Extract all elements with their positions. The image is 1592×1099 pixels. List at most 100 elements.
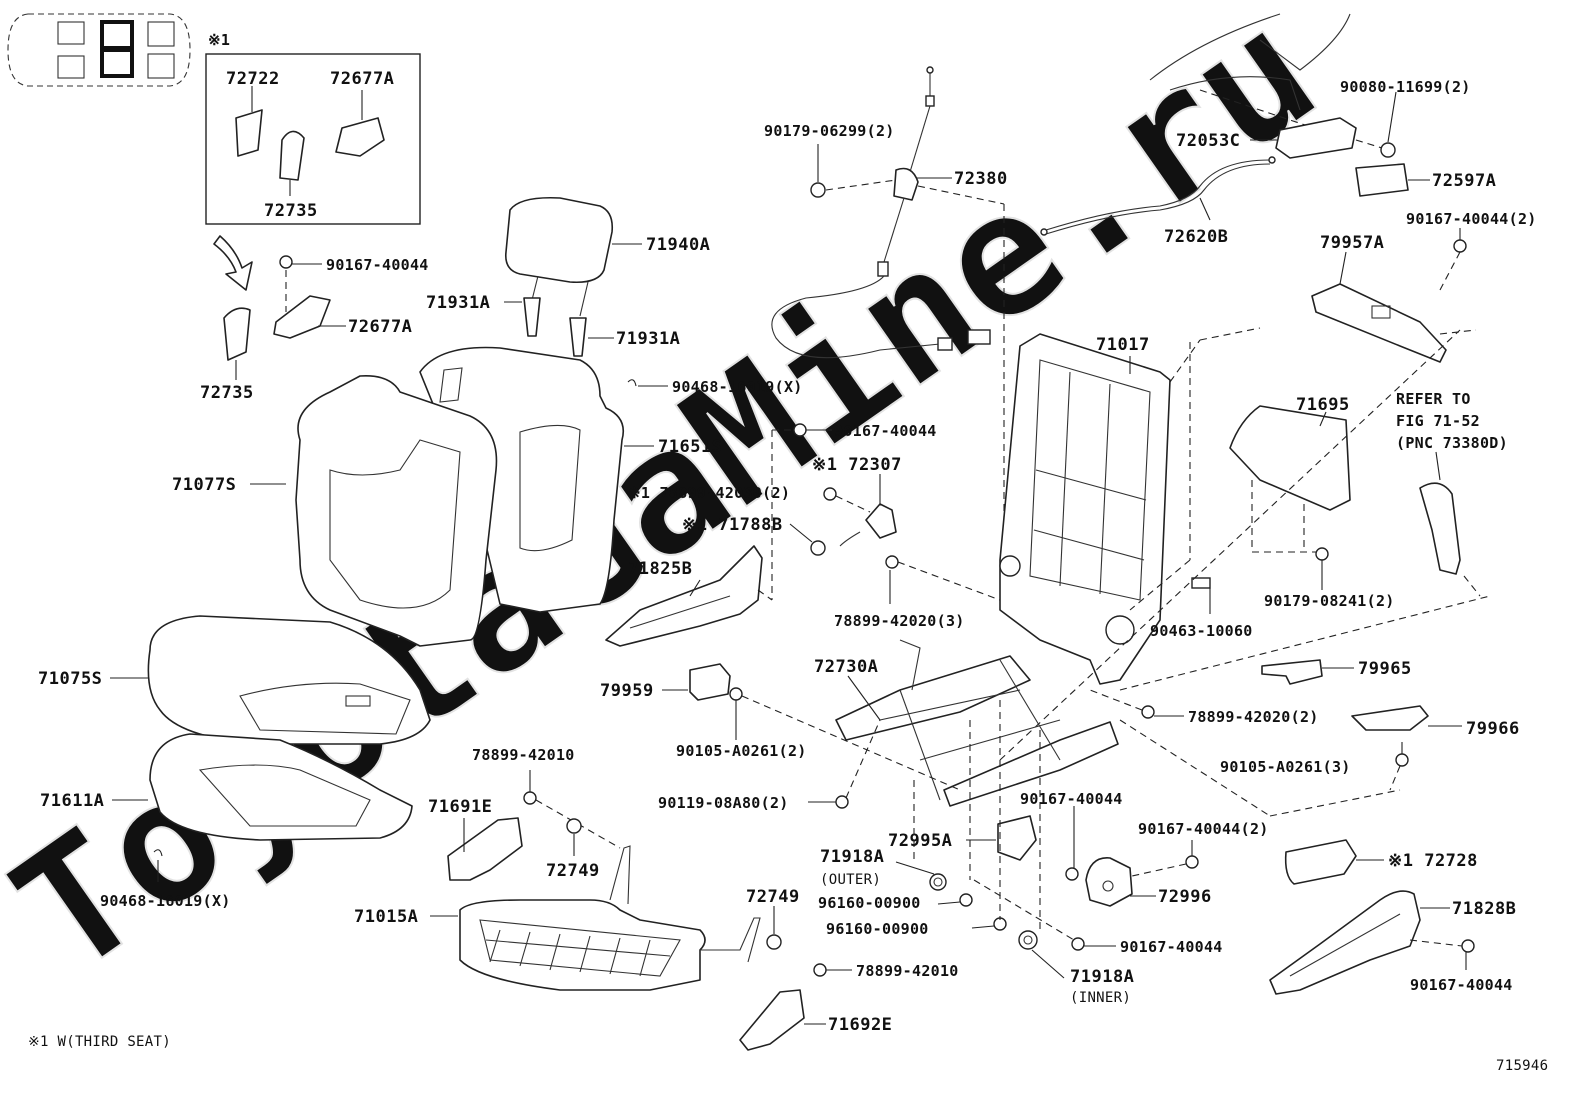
cushion-frame-71015A bbox=[430, 845, 761, 991]
cover-71695 bbox=[1229, 405, 1351, 553]
seat-track-72730A bbox=[835, 639, 1119, 807]
vehicle-locator-icon bbox=[7, 13, 191, 87]
headrest-71940A bbox=[504, 196, 642, 317]
label-90463-10060: 90463-10060 bbox=[1150, 622, 1253, 640]
label-90167-40044-f: 90167-40044(2) bbox=[1406, 210, 1537, 228]
nut-90179-06299 bbox=[810, 144, 897, 198]
label-90167-40044-c: 90167-40044 bbox=[1020, 790, 1123, 808]
label-90105-A0261-3: 90105-A0261(3) bbox=[1220, 758, 1351, 776]
label-71695: 71695 bbox=[1296, 395, 1350, 415]
label-71931A-b: 71931A bbox=[616, 329, 680, 349]
cover-79966 bbox=[1351, 705, 1462, 731]
label-72735-inset: 72735 bbox=[264, 201, 318, 221]
refer-line-2: FIG 71-52 bbox=[1396, 412, 1480, 430]
label-71075S: 71075S bbox=[38, 669, 102, 689]
bolt-90119-08A80 bbox=[808, 719, 881, 809]
seatback-cover-71651S bbox=[419, 346, 654, 613]
label-90179-08241: 90179-08241(2) bbox=[1264, 592, 1395, 610]
seatback-cover-71077S bbox=[250, 375, 498, 647]
label-71918A-inner: 71918A bbox=[1070, 967, 1134, 987]
bolt-90080-11699 bbox=[1355, 91, 1397, 158]
label-71077S: 71077S bbox=[172, 475, 236, 495]
bolt-90167-40044-c bbox=[1065, 806, 1079, 881]
nut-90179-08241 bbox=[1315, 547, 1329, 590]
guide-line-c bbox=[1119, 719, 1271, 817]
inset-parts bbox=[235, 86, 385, 196]
label-71691E: 71691E bbox=[428, 797, 492, 817]
label-72730A: 72730A bbox=[814, 657, 878, 677]
label-71931A-a: 71931A bbox=[426, 293, 490, 313]
cover-71692E bbox=[739, 989, 826, 1051]
label-72677A: 72677A bbox=[348, 317, 412, 337]
label-71017: 71017 bbox=[1096, 335, 1150, 355]
label-90167-40044-a: 90167-40044 bbox=[326, 256, 429, 274]
refer-line-1: REFER TO bbox=[1396, 390, 1471, 408]
knob-71788B bbox=[789, 523, 826, 556]
inset-box bbox=[205, 53, 421, 225]
label-90167-40044-e: 90167-40044 bbox=[1120, 938, 1223, 956]
bolt-78899-42010-a bbox=[523, 770, 621, 849]
label-outer: (OUTER) bbox=[820, 872, 881, 888]
cover-72996 bbox=[1085, 857, 1156, 907]
shield-71825B bbox=[605, 430, 773, 647]
label-79959: 79959 bbox=[600, 681, 654, 701]
label-inner: (INNER) bbox=[1070, 990, 1131, 1006]
spring-71918A-outer bbox=[895, 861, 947, 891]
spring-71918A-inner bbox=[1018, 930, 1065, 979]
bezel-72597A bbox=[1355, 163, 1430, 197]
label-79966: 79966 bbox=[1466, 719, 1520, 739]
label-90167-40044-b: 90167-40044 bbox=[834, 422, 937, 440]
bolt-90167-40044-h bbox=[1409, 939, 1475, 970]
label-90179-06299: 90179-06299(2) bbox=[764, 122, 895, 140]
label-90167-40044-h: 90167-40044 bbox=[1410, 976, 1513, 994]
label-72728: ※1 72728 bbox=[1388, 851, 1478, 871]
bolt-90167-40044-e bbox=[973, 879, 1116, 951]
guide-line-b bbox=[999, 329, 1461, 761]
bracket-79957A bbox=[1311, 251, 1477, 363]
nut-72749-a bbox=[566, 818, 582, 856]
label-72053C: 72053C bbox=[1176, 131, 1240, 151]
cover-71828B bbox=[1269, 890, 1450, 995]
bracket-72677A bbox=[273, 295, 331, 339]
bolt-90167-40044-b bbox=[772, 423, 832, 437]
bolt-90105-A0261-2 bbox=[729, 687, 961, 791]
label-78899-42010-b: 78899-42010 bbox=[856, 962, 959, 980]
label-72307: ※1 72307 bbox=[812, 455, 902, 475]
label-90167-40044-d: 90167-40044(2) bbox=[1138, 820, 1269, 838]
label-71828B: 71828B bbox=[1452, 899, 1516, 919]
label-90080-11699: 90080-11699(2) bbox=[1340, 78, 1471, 96]
figure-id: 715946 bbox=[1496, 1058, 1548, 1074]
label-71918A-outer: 71918A bbox=[820, 847, 884, 867]
label-90119-08A80: 90119-08A80(2) bbox=[658, 794, 789, 812]
cable-72620B bbox=[1040, 156, 1276, 236]
cushion-cover-71075S bbox=[110, 615, 431, 745]
label-71015A: 71015A bbox=[354, 907, 418, 927]
bolt-90105-A0261-3 bbox=[1389, 742, 1409, 791]
cover-71691E bbox=[447, 817, 523, 881]
label-71611A: 71611A bbox=[40, 791, 104, 811]
washer-96160-00900-a bbox=[937, 893, 973, 907]
label-71692E: 71692E bbox=[828, 1015, 892, 1035]
label-72995A: 72995A bbox=[888, 831, 952, 851]
bolt-78899-42030 bbox=[823, 487, 871, 513]
label-72380: 72380 bbox=[954, 169, 1008, 189]
cushion-pad-71611A bbox=[112, 733, 413, 841]
label-96160-00900-b: 96160-00900 bbox=[826, 920, 929, 938]
bolt-90167-40044-f bbox=[1439, 228, 1467, 291]
cover-79959 bbox=[662, 663, 731, 701]
label-72722: 72722 bbox=[226, 69, 280, 89]
label-71940A: 71940A bbox=[646, 235, 710, 255]
cover-79965 bbox=[1261, 659, 1354, 685]
bolt-78899-42010-b bbox=[813, 963, 852, 977]
cable-72380 bbox=[771, 66, 1005, 548]
clip-90463-10060 bbox=[1191, 577, 1211, 614]
guide-71931A-right bbox=[569, 317, 614, 357]
label-72749-b: 72749 bbox=[746, 887, 800, 907]
bolt-90167-40044-d bbox=[1131, 840, 1199, 877]
handle-72053C bbox=[1250, 117, 1357, 159]
label-72749-a: 72749 bbox=[546, 861, 600, 881]
label-78899-42020-2: 78899-42020(2) bbox=[1188, 708, 1319, 726]
bolt-78899-42020-3 bbox=[885, 555, 1001, 604]
nut-72749-b bbox=[766, 906, 782, 950]
inset-marker: ※1 bbox=[208, 31, 230, 49]
